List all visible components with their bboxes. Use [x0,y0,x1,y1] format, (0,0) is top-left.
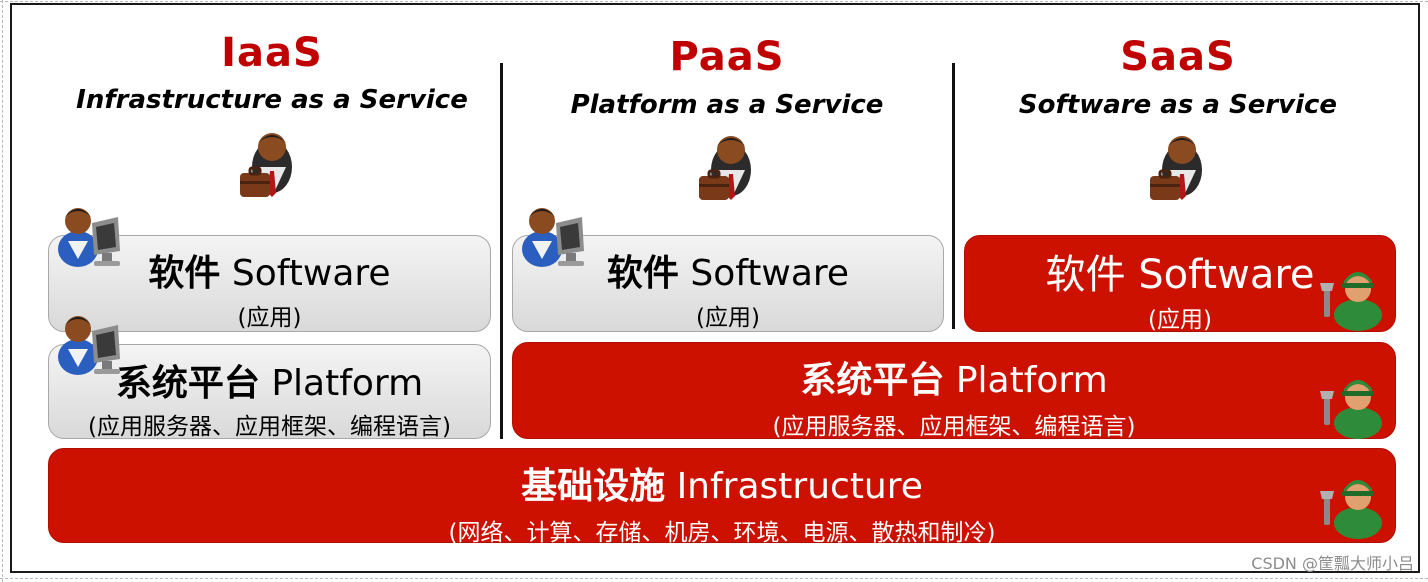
iaas-platform-note: (应用服务器、应用框架、编程语言) [88,414,451,440]
businessman-with-briefcase-icon [699,136,751,200]
software-en: Software [231,253,391,294]
platform-en: Platform [955,360,1108,401]
user-at-computer-icon [58,316,120,375]
column-divider-1 [500,63,503,439]
column-divider-2 [952,63,955,329]
software-cn: 软件 [606,253,679,294]
software-en: Software [690,253,850,294]
iaas-software-label: 软件 Software [49,244,490,296]
iaas-subtitle: Infrastructure as a Service [76,85,468,115]
dashed-border-left [2,0,3,582]
infrastructure-box: 基础设施 Infrastructure (网络、计算、存储、机房、环境、电源、散… [48,448,1396,546]
businessman-with-briefcase-icon [1150,136,1202,200]
user-at-computer-icon [58,208,120,267]
infrastructure-en: Infrastructure [676,466,923,507]
iaas-platform-box: 系统平台 Platform (应用服务器、应用框架、编程语言) [48,344,491,440]
diagram-frame: IaaS Infrastructure as a Service PaaS Pl… [10,3,1420,573]
iaas-title: IaaS [221,30,323,76]
platform-cn: 系统平台 [800,360,945,401]
platform-cn: 系统平台 [115,363,260,404]
iaas-software-box: 软件 Software (应用) [48,235,491,332]
paas-subtitle: Platform as a Service [570,90,884,120]
saas-software-note: (应用) [1148,307,1212,333]
iaas-software-note: (应用) [237,305,302,331]
dashed-border-top [0,1,1428,2]
saas-title: SaaS [1120,34,1236,80]
user-at-computer-icon [522,208,584,267]
paas-software-box: 软件 Software (应用) [512,235,944,332]
watermark: CSDN @筐瓢大师小吕 [1251,554,1414,573]
managed-platform-box: 系统平台 Platform (应用服务器、应用框架、编程语言) [512,342,1396,440]
worker-with-wrench-icon [1320,480,1382,539]
iaas-platform-label: 系统平台 Platform [49,354,490,406]
businessman-with-briefcase-icon [240,133,292,197]
paas-software-label: 软件 Software [513,244,943,296]
software-cn: 软件 [1045,252,1126,298]
dashed-border-bottom [0,578,1428,579]
worker-with-wrench-icon [1320,272,1382,331]
infrastructure-label: 基础设施 Infrastructure [49,457,1395,509]
infrastructure-note: (网络、计算、存储、机房、环境、电源、散热和制冷) [448,520,996,546]
paas-software-note: (应用) [696,305,760,331]
saas-subtitle: Software as a Service [1018,90,1338,120]
managed-platform-note: (应用服务器、应用框架、编程语言) [772,414,1136,440]
paas-title: PaaS [669,34,785,80]
software-en: Software [1138,252,1315,298]
infrastructure-cn: 基础设施 [521,466,666,507]
managed-platform-label: 系统平台 Platform [513,351,1395,403]
saas-software-label: 软件 Software [965,242,1395,300]
worker-with-wrench-icon [1320,380,1382,439]
software-cn: 软件 [148,253,221,294]
platform-en: Platform [271,363,424,404]
